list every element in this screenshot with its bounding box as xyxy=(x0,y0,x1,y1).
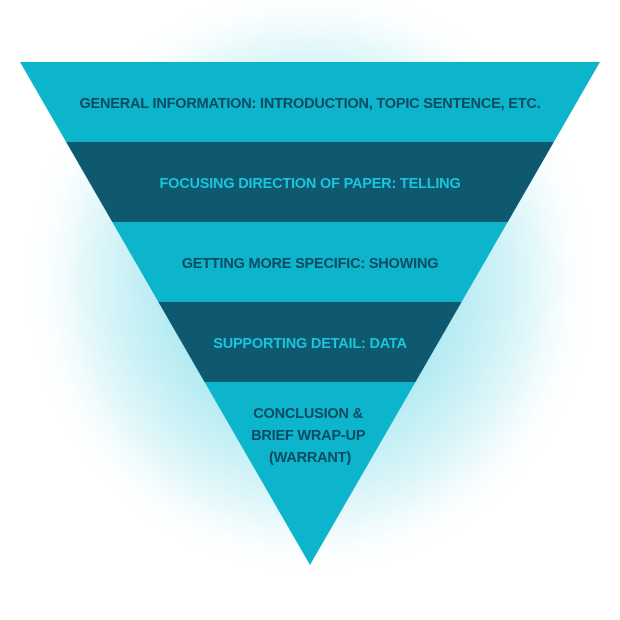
conclusion-line-3: (WARRANT) xyxy=(269,450,351,466)
layer-focusing-direction xyxy=(66,142,554,222)
conclusion-line-2: BRIEF WRAP-UP xyxy=(251,428,366,444)
layer-getting-more-specific-label: GETTING MORE SPECIFIC: SHOWING xyxy=(182,256,439,272)
layer-general-information xyxy=(20,62,600,142)
layer-conclusion xyxy=(204,382,416,565)
conclusion-line-1: CONCLUSION & xyxy=(253,406,363,422)
layer-getting-more-specific xyxy=(112,222,508,302)
layer-conclusion-label: CONCLUSION & BRIEF WRAP-UP (WARRANT) xyxy=(251,406,369,466)
layer-supporting-detail xyxy=(158,302,462,382)
layer-supporting-detail-label: SUPPORTING DETAIL: DATA xyxy=(213,336,407,352)
layer-general-information-label: GENERAL INFORMATION: INTRODUCTION, TOPIC… xyxy=(79,96,540,112)
layer-focusing-direction-label: FOCUSING DIRECTION OF PAPER: TELLING xyxy=(159,176,460,192)
